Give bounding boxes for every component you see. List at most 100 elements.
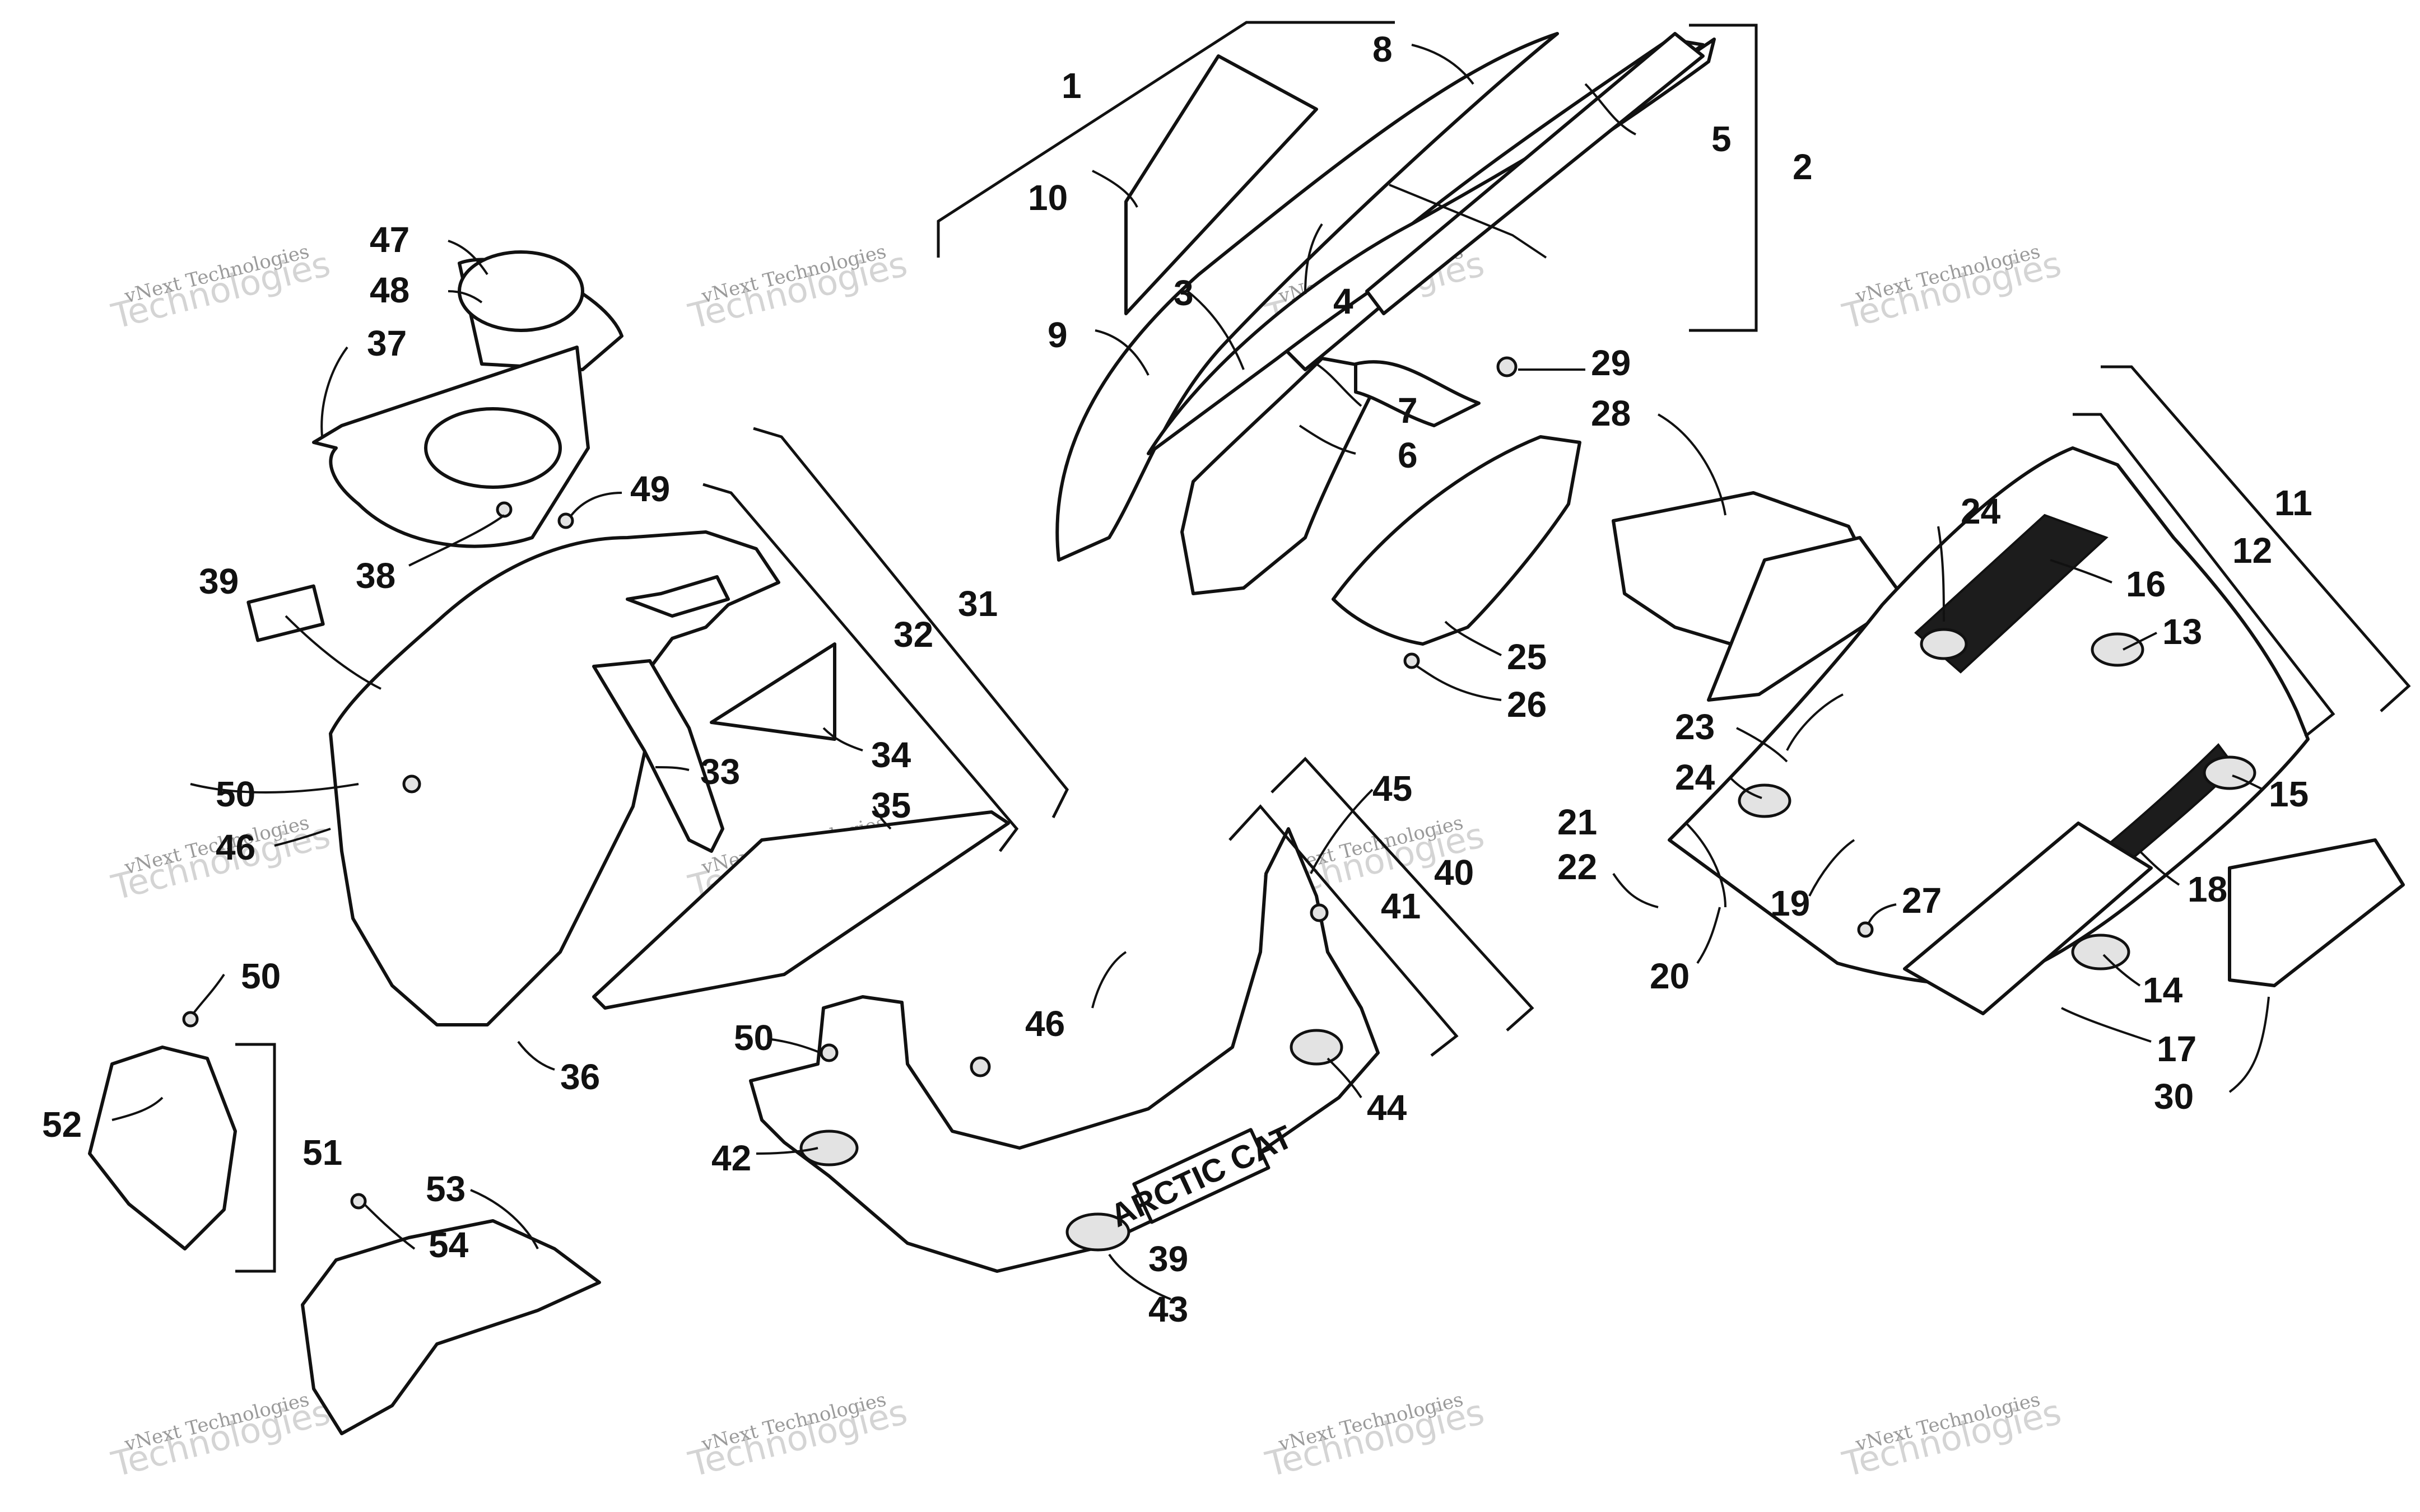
leader-50-bracket bbox=[192, 973, 225, 1015]
leader-7 bbox=[1315, 363, 1362, 407]
hood-assembly bbox=[1668, 446, 2405, 1015]
callout-23: 23 bbox=[1675, 707, 1715, 747]
leader-53 bbox=[470, 1189, 539, 1249]
leader-21 bbox=[1685, 822, 1726, 908]
fastener-50-center bbox=[820, 1043, 839, 1062]
callout-39-small: 39 bbox=[199, 561, 239, 601]
callout-53: 53 bbox=[426, 1169, 466, 1209]
callout-5: 5 bbox=[1711, 119, 1732, 159]
fastener-38 bbox=[496, 501, 513, 518]
leader-33 bbox=[655, 766, 690, 771]
leader-13 bbox=[2123, 632, 2157, 651]
windshield-part-9 bbox=[1055, 32, 1559, 562]
callout-46-left: 46 bbox=[216, 827, 255, 867]
leader-48 bbox=[448, 290, 483, 304]
leader-42 bbox=[756, 1147, 818, 1155]
hood-vent-30 bbox=[2228, 838, 2405, 987]
callout-6: 6 bbox=[1398, 435, 1418, 475]
callout-51: 51 bbox=[302, 1132, 342, 1173]
bracket-group-32 bbox=[702, 483, 1019, 852]
callout-54: 54 bbox=[429, 1225, 469, 1265]
leader-15 bbox=[2232, 774, 2264, 791]
windshield-strip-7 bbox=[1354, 360, 1481, 427]
shroud-bracket-assembly bbox=[88, 1046, 601, 1435]
leader-46-left bbox=[274, 828, 331, 847]
leader-54 bbox=[363, 1203, 416, 1250]
leader-24-lower bbox=[1730, 777, 1762, 799]
bracket-group-2 bbox=[1689, 24, 1758, 332]
callout-36: 36 bbox=[560, 1057, 600, 1097]
belly-pan-grommet-42 bbox=[799, 1130, 859, 1166]
callout-49: 49 bbox=[630, 469, 670, 509]
callout-16: 16 bbox=[2126, 564, 2166, 604]
callouts: 1 2 3 4 5 6 7 8 9 10 11 12 13 14 15 16 1… bbox=[42, 29, 2312, 1329]
leader-28 bbox=[1658, 413, 1726, 516]
leader-9 bbox=[1095, 329, 1150, 376]
fastener-49 bbox=[557, 512, 574, 529]
callout-37: 37 bbox=[367, 323, 407, 363]
callout-48: 48 bbox=[370, 270, 409, 310]
leader-52 bbox=[111, 1096, 164, 1121]
callout-30: 30 bbox=[2154, 1076, 2194, 1117]
leader-26 bbox=[1416, 665, 1502, 701]
leader-24-upper bbox=[1937, 526, 1945, 622]
leader-8 bbox=[1411, 44, 1474, 85]
decal-39-small bbox=[246, 584, 325, 642]
fastener-41 bbox=[1310, 903, 1329, 922]
callout-28: 28 bbox=[1591, 393, 1631, 433]
leader-50-center bbox=[767, 1038, 821, 1054]
leader-30 bbox=[2228, 996, 2270, 1093]
leader-39-large bbox=[1091, 951, 1127, 1009]
callout-3: 3 bbox=[1174, 273, 1194, 313]
leader-34 bbox=[822, 727, 863, 752]
callout-40: 40 bbox=[1434, 852, 1474, 893]
callout-24-lower: 24 bbox=[1675, 757, 1715, 797]
leader-3 bbox=[1186, 290, 1245, 370]
hood-grommet-15 bbox=[2203, 755, 2256, 790]
callout-7: 7 bbox=[1398, 390, 1418, 431]
callout-9: 9 bbox=[1048, 315, 1068, 355]
console-pad-35 bbox=[592, 810, 1010, 1010]
callout-8: 8 bbox=[1372, 29, 1393, 69]
leader-6 bbox=[1299, 424, 1356, 455]
callout-38: 38 bbox=[356, 556, 395, 596]
hood-grommet-13 bbox=[2091, 632, 2144, 667]
bracket-group-31 bbox=[753, 427, 1069, 819]
fastener-27 bbox=[1857, 921, 1874, 938]
callout-11: 11 bbox=[2274, 483, 2312, 523]
callout-33: 33 bbox=[700, 752, 740, 792]
leader-50-left bbox=[190, 783, 359, 794]
leader-18 bbox=[2139, 850, 2180, 886]
fastener-29 bbox=[1496, 356, 1518, 377]
leader-19 bbox=[1808, 839, 1855, 897]
belly-pan-grommet-44 bbox=[1290, 1029, 1343, 1066]
bracket-group-40 bbox=[1270, 757, 1534, 1032]
callout-1: 1 bbox=[1062, 66, 1082, 106]
callout-4: 4 bbox=[1333, 281, 1353, 321]
console-flange bbox=[626, 575, 730, 618]
callout-50-left: 50 bbox=[216, 774, 255, 814]
leader-16 bbox=[2050, 559, 2112, 584]
leader-49 bbox=[570, 492, 622, 516]
leader-37 bbox=[320, 346, 348, 437]
windshield-seal-5 bbox=[1365, 32, 1705, 315]
callout-47: 47 bbox=[370, 220, 409, 260]
bracket-52 bbox=[88, 1046, 237, 1250]
group-brackets bbox=[235, 21, 2411, 1273]
windshield-assembly bbox=[1055, 32, 1716, 595]
callout-44: 44 bbox=[1367, 1088, 1407, 1128]
callout-12: 12 bbox=[2232, 530, 2272, 571]
callout-14: 14 bbox=[2143, 970, 2183, 1010]
callout-15: 15 bbox=[2269, 774, 2309, 814]
gauge-opening bbox=[424, 407, 562, 489]
leader-35 bbox=[873, 806, 892, 830]
leader-47 bbox=[448, 240, 488, 276]
callout-42: 42 bbox=[711, 1138, 751, 1178]
bracket-group-40b bbox=[1228, 804, 1459, 1057]
